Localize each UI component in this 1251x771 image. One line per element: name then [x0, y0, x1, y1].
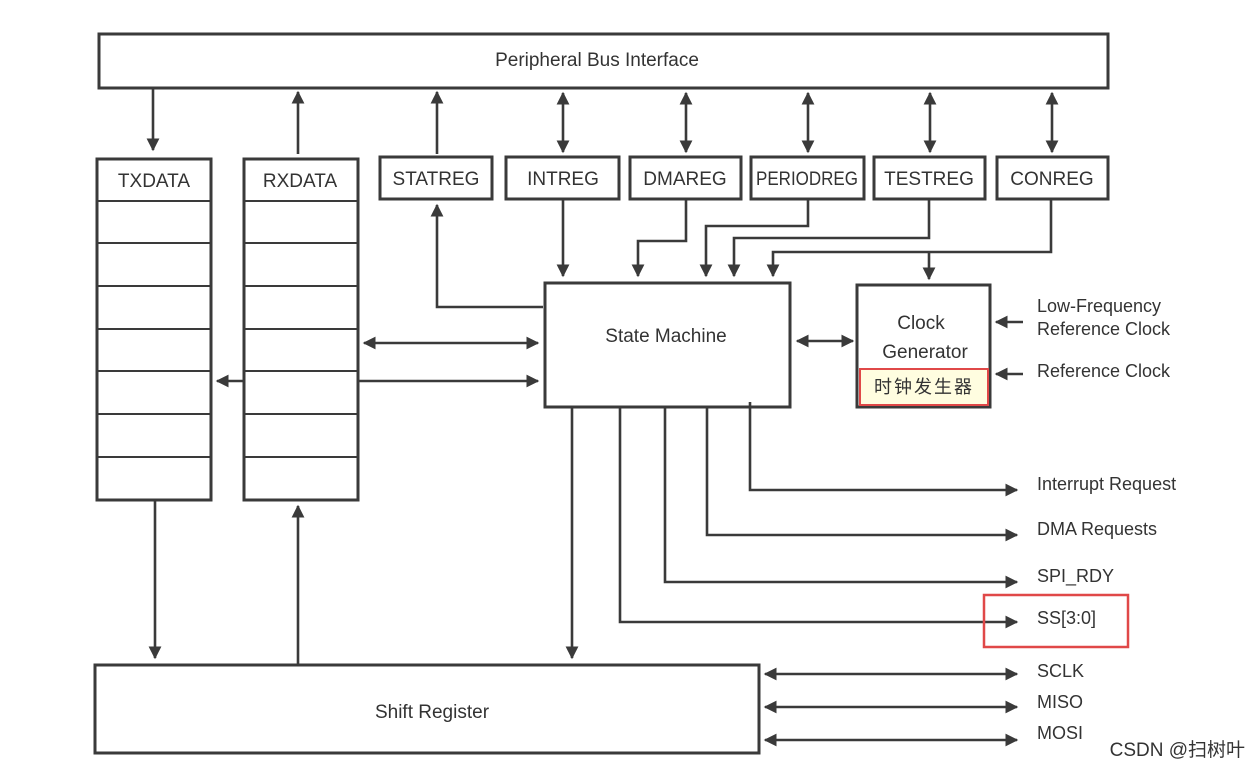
ss-label: SS[3:0] — [1037, 608, 1096, 628]
peripheral-bus-interface-box — [97, 32, 1110, 90]
intreg-box — [504, 155, 621, 201]
clock-generator-label-line2: Generator — [882, 342, 968, 363]
low-frequency-label-line1: Low-Frequency — [1037, 296, 1161, 316]
txdata-label: TXDATA — [118, 171, 190, 192]
peripheral-bus-interface-label: Peripheral Bus Interface — [495, 50, 699, 71]
bus-connections — [146, 88, 1059, 154]
ss-highlight-box — [982, 593, 1130, 649]
conreg-label: CONREG — [1010, 169, 1093, 190]
register-wiring — [430, 199, 1053, 309]
low-frequency-label-line2: Reference Clock — [1037, 319, 1171, 339]
state-machine-label: State Machine — [605, 326, 726, 347]
clock-generator-cn-tag — [859, 368, 989, 406]
spi-rdy-label: SPI_RDY — [1037, 566, 1114, 587]
state-machine-outputs — [565, 402, 1019, 660]
shift-register-box — [93, 663, 761, 755]
statreg-label: STATREG — [393, 169, 480, 190]
clock-generator-label-line1: Clock — [897, 313, 945, 334]
intreg-label: INTREG — [527, 169, 599, 190]
dmareg-label: DMAREG — [643, 169, 726, 190]
shift-register-label: Shift Register — [375, 702, 490, 723]
statreg-box — [378, 155, 494, 201]
rxdata-fifo: RXDATA — [242, 157, 360, 502]
testreg-label: TESTREG — [884, 169, 974, 190]
txdata-fifo: TXDATA — [95, 157, 213, 502]
fifo-state-machine-links — [215, 334, 855, 388]
rxdata-label: RXDATA — [263, 171, 338, 192]
periodreg-label: PERIODREG — [756, 169, 858, 190]
clock-generator-cn-label: 时钟发生器 — [874, 377, 974, 397]
sclk-label: SCLK — [1037, 661, 1084, 681]
miso-label: MISO — [1037, 692, 1083, 712]
conreg-box — [995, 155, 1110, 201]
spi-pin-lines — [763, 667, 1019, 747]
mosi-label: MOSI — [1037, 723, 1083, 743]
state-machine-box — [543, 281, 792, 409]
interrupt-request-label: Interrupt Request — [1037, 474, 1176, 494]
testreg-box — [872, 155, 987, 201]
dma-requests-label: DMA Requests — [1037, 519, 1157, 539]
dmareg-box — [628, 155, 743, 201]
watermark-text: CSDN @扫树叶 — [1110, 739, 1245, 761]
reference-clock-label: Reference Clock — [1037, 361, 1171, 381]
